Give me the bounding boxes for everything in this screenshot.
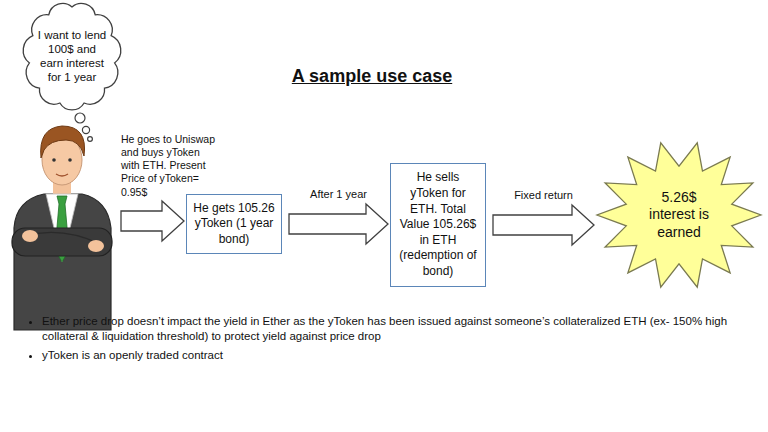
hand <box>88 240 104 252</box>
edge-label: After 1 year <box>308 188 369 200</box>
text-group: 5.26$ interest is earned <box>637 189 721 240</box>
cloud-outline <box>22 0 122 112</box>
thought-dot <box>75 113 85 123</box>
suit <box>14 194 111 330</box>
process-box: He gets 105.26 yToken (1 year bond) <box>186 194 282 255</box>
block-arrow <box>289 204 388 244</box>
node-text: He gets 105.26 yToken (1 year bond) <box>192 201 276 248</box>
block-arrow <box>121 201 184 241</box>
thought-bubble: I want to lend 100$ and earn interest fo… <box>22 0 122 112</box>
thought-dot <box>82 126 89 133</box>
process-box: He sells yToken for ETH. Total Value 105… <box>390 163 486 286</box>
node-text: I want to lend 100$ and earn interest fo… <box>36 28 108 84</box>
step-note: He goes to Uniswap and buys yToken with … <box>121 133 219 199</box>
node-text: 5.26$ interest is earned <box>637 189 721 240</box>
hand <box>22 230 38 242</box>
crossed-arms <box>12 228 112 256</box>
text-group: I want to lend 100$ and earn interest fo… <box>36 28 108 84</box>
hair <box>41 126 85 158</box>
node-text: He sells yToken for ETH. Total Value 105… <box>396 170 480 279</box>
bullet-list: Ether price drop doesn’t impact the yiel… <box>18 314 768 368</box>
eye <box>68 158 72 162</box>
thought-dot <box>88 137 93 142</box>
bullet-note: yToken is an openly traded contract <box>42 348 768 363</box>
businessman <box>12 126 112 330</box>
bullet-note: Ether price drop doesn’t impact the yiel… <box>42 314 768 344</box>
mouth <box>56 174 68 176</box>
starburst: 5.26$ interest is earned <box>596 140 762 290</box>
block-arrow <box>493 205 594 245</box>
eye <box>52 158 56 162</box>
edge-label: Fixed return <box>512 189 575 201</box>
starburst-shape <box>597 143 761 287</box>
cloud-shape <box>23 4 121 110</box>
